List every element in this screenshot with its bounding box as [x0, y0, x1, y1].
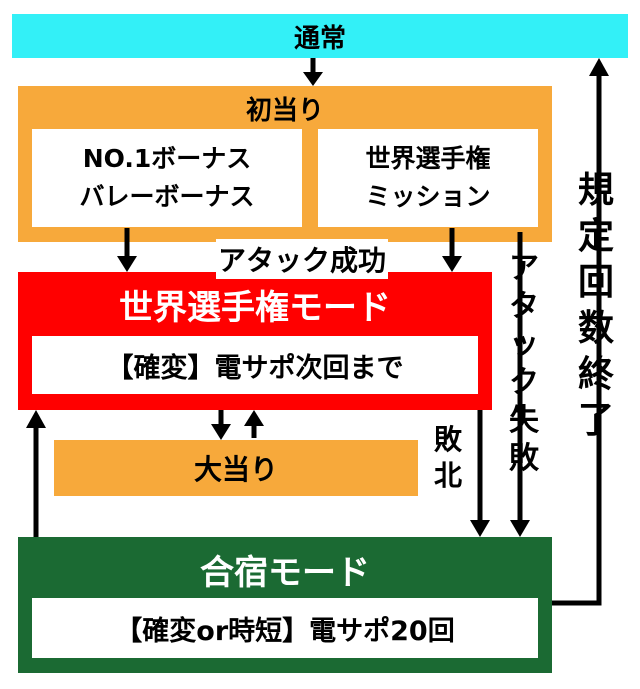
attack-success-label: アタック成功: [216, 239, 389, 279]
normal-state-label: 通常: [293, 23, 346, 54]
bonus-a-box: NO.1ボーナス バレーボーナス: [32, 129, 302, 227]
camp-mode-title: 合宿モード: [200, 553, 370, 593]
attack-fail-label: アタック失敗: [506, 250, 542, 478]
arrowhead-defeat: [470, 520, 490, 537]
arrow-camp-to-normal: [552, 74, 602, 606]
world-mode-detail: 【確変】電サポ次回まで: [106, 352, 404, 384]
arrowhead-world-from-camp: [26, 410, 46, 428]
big-hit-label: 大当り: [193, 453, 278, 486]
arrowhead-big-hit: [211, 424, 231, 440]
normal-state-box: 通常: [12, 14, 628, 58]
arrowhead-bonus-b: [442, 256, 462, 272]
bonus-b-line2: ミッション: [365, 182, 491, 211]
bonus-a-line2: バレーボーナス: [79, 182, 255, 211]
bonus-a-line1: NO.1ボーナス: [82, 144, 252, 173]
limit-reached-label: 規定回数終了: [576, 168, 616, 444]
defeat-label: 敗北: [433, 423, 462, 492]
camp-mode-detail: 【確変or時短】電サポ20回: [115, 615, 455, 647]
world-mode-title: 世界選手権モード: [119, 288, 391, 328]
camp-mode-detail-box: 【確変or時短】電サポ20回: [32, 598, 538, 658]
bonus-b-box: 世界選手権 ミッション: [318, 129, 538, 227]
arrowhead-fail: [510, 520, 530, 537]
arrowhead-normal: [589, 58, 609, 76]
big-hit-box: 大当り: [54, 440, 418, 496]
bonus-b-line1: 世界選手権: [365, 144, 491, 173]
arrowhead-first-hit: [303, 72, 323, 86]
arrowhead-world-from-big-hit: [244, 410, 264, 426]
first-hit-label: 初当り: [245, 96, 324, 126]
arrowhead-bonus-a: [117, 256, 137, 272]
world-mode-detail-box: 【確変】電サポ次回まで: [32, 336, 478, 394]
